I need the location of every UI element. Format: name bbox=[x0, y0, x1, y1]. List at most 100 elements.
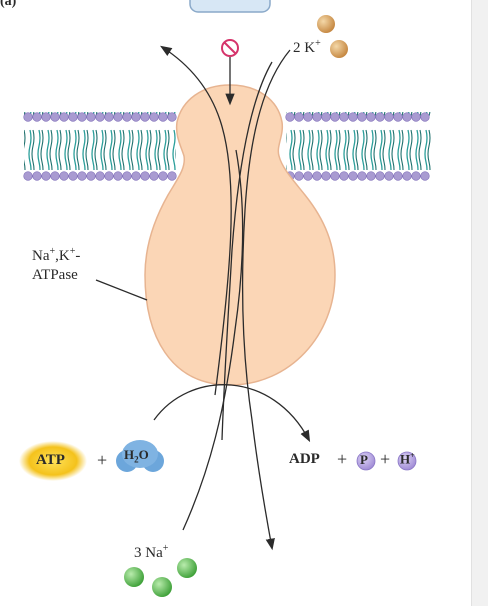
lipid-head bbox=[312, 171, 322, 181]
reactant-plus: + bbox=[97, 450, 108, 470]
lipid-head bbox=[68, 112, 78, 122]
enzyme-label: Na+,K+-ATPase bbox=[32, 246, 81, 283]
lipid-head bbox=[23, 112, 33, 122]
lipid-head bbox=[357, 112, 367, 122]
lipid-head bbox=[131, 171, 141, 181]
water-molecule-icon bbox=[116, 440, 164, 472]
lipid-head bbox=[23, 171, 33, 181]
lipid-head bbox=[321, 112, 331, 122]
membrane-right bbox=[285, 112, 432, 181]
lipid-head bbox=[149, 112, 159, 122]
lipid-head bbox=[77, 171, 87, 181]
lipid-head bbox=[113, 171, 123, 181]
lipid-head bbox=[303, 171, 313, 181]
lipid-head bbox=[59, 112, 69, 122]
lipid-heads-right-bottom bbox=[285, 171, 430, 181]
phosphate-label: P bbox=[360, 452, 368, 467]
na-efflux-arrow-2 bbox=[182, 149, 244, 531]
lipid-head bbox=[411, 171, 421, 181]
lipid-head bbox=[339, 112, 349, 122]
product-plus-2: + bbox=[380, 449, 391, 469]
lipid-head bbox=[294, 112, 304, 122]
lipid-head bbox=[294, 171, 304, 181]
lipid-head bbox=[420, 171, 430, 181]
lipid-head bbox=[366, 112, 376, 122]
lipid-head bbox=[32, 171, 42, 181]
lipid-head bbox=[339, 171, 349, 181]
membrane-left bbox=[23, 112, 177, 181]
lipid-head bbox=[158, 112, 168, 122]
page-scroll-gutter bbox=[471, 0, 488, 606]
lipid-head bbox=[167, 112, 177, 122]
sodium-ion-icon bbox=[124, 567, 144, 587]
potassium-label: 2 K+ bbox=[293, 38, 321, 56]
potassium-ion-icon bbox=[317, 15, 335, 33]
proton-icon bbox=[397, 451, 417, 471]
product-plus-1: + bbox=[337, 449, 348, 469]
atp-glow-icon bbox=[19, 441, 87, 481]
lipid-head bbox=[330, 171, 340, 181]
lipid-head bbox=[113, 112, 123, 122]
lipid-head bbox=[384, 171, 394, 181]
lipid-head bbox=[384, 112, 394, 122]
lipid-head bbox=[357, 171, 367, 181]
lipid-head bbox=[140, 171, 150, 181]
sodium-label: 3 Na+ bbox=[134, 543, 169, 561]
lipid-head bbox=[158, 171, 168, 181]
lipid-head bbox=[321, 171, 331, 181]
lipid-head bbox=[303, 112, 313, 122]
lipid-head bbox=[86, 171, 96, 181]
na-efflux-arrow-1 bbox=[160, 45, 232, 396]
lipid-head bbox=[50, 112, 60, 122]
lipid-head bbox=[104, 112, 114, 122]
potassium-ion-icon bbox=[330, 40, 348, 58]
lipid-head bbox=[411, 112, 421, 122]
sodium-ion-icon bbox=[152, 577, 172, 597]
lipid-head bbox=[41, 112, 51, 122]
phosphate-icon bbox=[356, 451, 376, 471]
lipid-head bbox=[366, 171, 376, 181]
lipid-head bbox=[140, 112, 150, 122]
lipid-head bbox=[312, 112, 322, 122]
lipid-head bbox=[68, 171, 78, 181]
atp-hydrolysis-arrow bbox=[153, 384, 311, 443]
lipid-head bbox=[393, 112, 403, 122]
lipid-head bbox=[104, 171, 114, 181]
lipid-head bbox=[149, 171, 159, 181]
panel-label: (a) bbox=[0, 0, 17, 9]
lipid-head bbox=[285, 112, 295, 122]
lipid-head bbox=[122, 171, 132, 181]
lipid-heads-left-top bbox=[23, 112, 177, 122]
lipid-head bbox=[41, 171, 51, 181]
lipid-head bbox=[330, 112, 340, 122]
water-label: H2O bbox=[124, 447, 149, 465]
adp-label: ADP bbox=[289, 451, 320, 467]
sodium-ion-icon bbox=[177, 558, 197, 578]
lipid-head bbox=[393, 171, 403, 181]
lipid-head bbox=[95, 112, 105, 122]
lipid-heads-right-top bbox=[285, 112, 430, 122]
lipid-head bbox=[59, 171, 69, 181]
lipid-head bbox=[167, 171, 177, 181]
inhibitor-binding-box bbox=[189, 0, 271, 13]
enzyme-label-leader bbox=[95, 279, 148, 301]
inhibitor-block-icon bbox=[221, 39, 239, 57]
lipid-heads-left-bottom bbox=[23, 171, 177, 181]
lipid-head bbox=[86, 112, 96, 122]
lipid-head bbox=[402, 112, 412, 122]
lipid-head bbox=[32, 112, 42, 122]
lipid-head bbox=[122, 112, 132, 122]
proton-label: H+ bbox=[400, 451, 415, 467]
k-influx-arrow-2 bbox=[221, 61, 273, 441]
lipid-head bbox=[375, 171, 385, 181]
lipid-head bbox=[131, 112, 141, 122]
atp-label: ATP bbox=[36, 452, 65, 468]
lipid-head bbox=[77, 112, 87, 122]
lipid-head bbox=[95, 171, 105, 181]
lipid-head bbox=[402, 171, 412, 181]
lipid-head bbox=[348, 171, 358, 181]
lipid-head bbox=[50, 171, 60, 181]
k-influx-arrow-1 bbox=[241, 49, 291, 551]
lipid-head bbox=[348, 112, 358, 122]
